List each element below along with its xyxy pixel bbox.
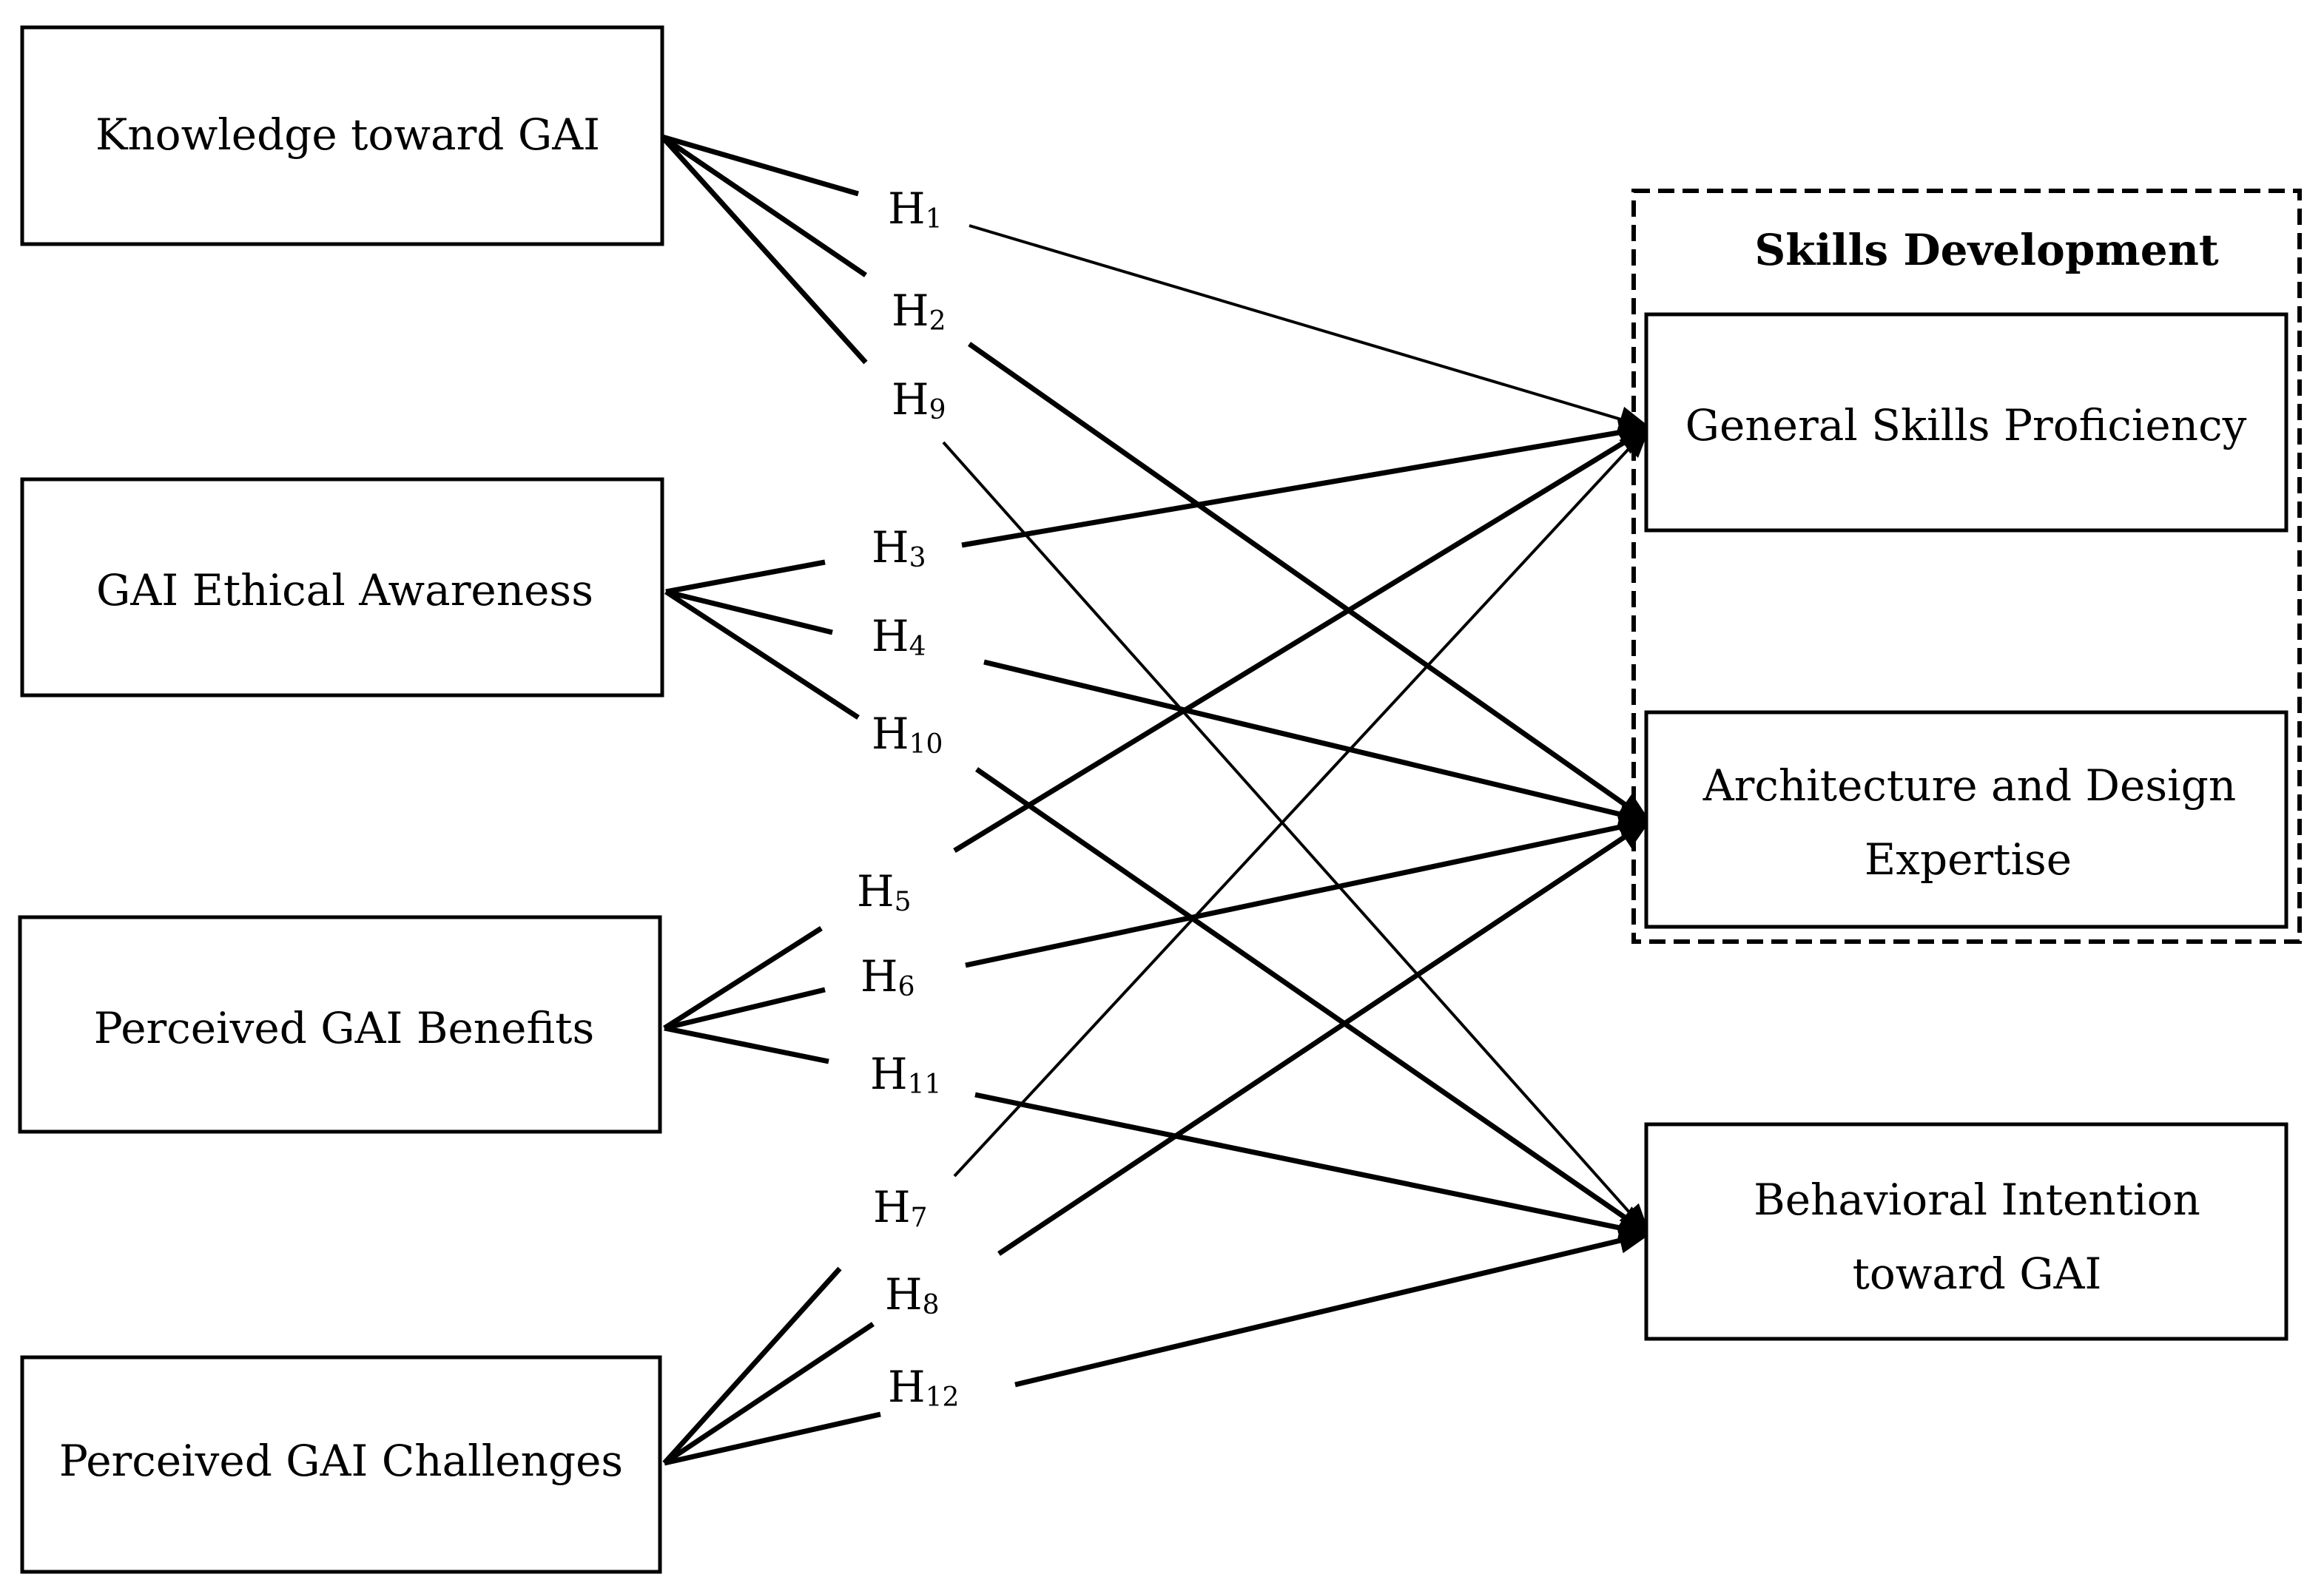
edge-h5-source xyxy=(663,926,823,1030)
edges-to-targets xyxy=(942,224,1652,1388)
hypothesis-label-h5: H5 xyxy=(857,866,912,917)
hypothesis-label-h3: H3 xyxy=(872,522,926,573)
construct-behavioral-intention-label-line1: Behavioral Intention xyxy=(1754,1175,2200,1225)
hypothesis-label-h1: H1 xyxy=(888,183,943,234)
edge-h3-target xyxy=(961,419,1652,548)
edge-h6-source xyxy=(664,987,826,1031)
hypothesis-label-h2: H2 xyxy=(892,286,946,337)
skills-development-dashed-border xyxy=(1631,189,2302,944)
hypothesis-label-h9: H9 xyxy=(892,374,946,425)
edge-h8-source xyxy=(663,1322,875,1465)
construct-behavioral-intention: Behavioral Intention toward GAI xyxy=(1644,1122,2288,1341)
edge-h8-target xyxy=(997,819,1651,1256)
edge-h9-target xyxy=(942,441,1651,1237)
construct-architecture-design-label-line2: Expertise xyxy=(1865,834,2072,885)
construct-architecture-design: Architecture and Design Expertise xyxy=(1644,710,2288,929)
hypothesis-label-h8: H8 xyxy=(885,1269,940,1320)
construct-perceived-challenges: Perceived GAI Challenges xyxy=(20,1355,662,1574)
edge-h4-source xyxy=(665,589,833,635)
construct-knowledge-box xyxy=(20,25,664,246)
construct-knowledge-label: Knowledge toward GAI xyxy=(95,109,600,160)
edge-h6-target xyxy=(965,814,1652,968)
skills-development-group: Skills Development xyxy=(1631,189,2302,944)
skills-development-title: Skills Development xyxy=(1754,225,2219,275)
edge-h7-source xyxy=(662,1266,842,1465)
edge-h11-source xyxy=(664,1025,829,1064)
hypothesis-label-h4: H4 xyxy=(872,611,926,662)
construct-ethical-awareness-label: GAI Ethical Awareness xyxy=(96,565,593,615)
edge-h12-source xyxy=(664,1411,881,1466)
construct-perceived-challenges-label: Perceived GAI Challenges xyxy=(59,1436,623,1486)
hypothesis-label-h10: H10 xyxy=(872,709,943,760)
hypothesis-label-h6: H6 xyxy=(860,951,915,1002)
edge-h5-target xyxy=(953,425,1651,853)
construct-ethical-awareness-box xyxy=(20,477,664,698)
hypothesis-labels: H1 H2 H9 H3 H4 H10 H5 H6 H11 H7 H8 xyxy=(857,183,959,1413)
hypothesis-label-h12: H12 xyxy=(888,1362,959,1413)
construct-perceived-challenges-box xyxy=(20,1355,662,1574)
edge-h1-source xyxy=(661,134,859,197)
edge-h12-target xyxy=(1014,1228,1652,1388)
construct-ethical-awareness: GAI Ethical Awareness xyxy=(20,477,664,698)
construct-behavioral-intention-box xyxy=(1644,1122,2288,1341)
construct-architecture-design-label-line1: Architecture and Design xyxy=(1702,760,2236,811)
construct-architecture-design-box xyxy=(1644,710,2288,929)
edge-h10-target xyxy=(975,767,1651,1236)
edges-to-labels xyxy=(660,134,881,1466)
construct-knowledge: Knowledge toward GAI xyxy=(20,25,664,246)
construct-behavioral-intention-label-line2: toward GAI xyxy=(1853,1249,2102,1299)
construct-perceived-benefits-label: Perceived GAI Benefits xyxy=(94,1003,594,1053)
construct-perceived-benefits-box xyxy=(18,915,662,1134)
edge-h9-source xyxy=(660,135,868,365)
edge-h11-target xyxy=(974,1092,1652,1241)
edge-h7-target xyxy=(953,425,1651,1178)
edge-h3-source xyxy=(665,559,826,595)
edge-h4-target xyxy=(983,659,1652,827)
edge-h2-source xyxy=(661,135,867,277)
construct-general-skills-label: General Skills Proficiency xyxy=(1685,400,2247,450)
hypothesis-label-h11: H11 xyxy=(870,1049,941,1100)
edge-h1-target xyxy=(969,224,1652,432)
construct-general-skills-box xyxy=(1644,312,2288,533)
construct-general-skills: General Skills Proficiency xyxy=(1644,312,2288,533)
edge-h10-source xyxy=(664,590,860,720)
edge-h2-target xyxy=(967,342,1651,823)
hypothesis-label-h7: H7 xyxy=(873,1182,928,1233)
construct-perceived-benefits: Perceived GAI Benefits xyxy=(18,915,662,1134)
